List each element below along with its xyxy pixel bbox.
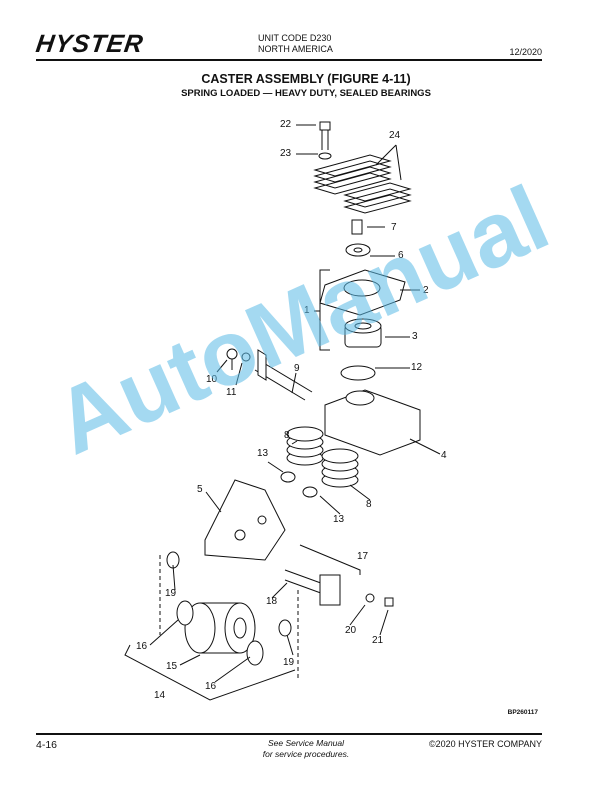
- callout-13b: 13: [333, 514, 345, 525]
- header-date: 12/2020: [509, 47, 542, 57]
- region: NORTH AMERICA: [258, 44, 333, 54]
- callout-24: 24: [389, 130, 401, 141]
- footer-rule: [36, 733, 542, 735]
- footer-note: See Service Manual for service procedure…: [0, 738, 612, 760]
- page-number: 4-16: [36, 739, 58, 751]
- callout-6: 6: [398, 250, 404, 261]
- callout-10: 10: [206, 374, 218, 385]
- callout-21: 21: [372, 635, 384, 646]
- header-info: UNIT CODE D230 NORTH AMERICA: [258, 33, 333, 55]
- callout-11: 11: [226, 387, 237, 398]
- callout-3: 3: [412, 331, 418, 342]
- callout-15: 15: [166, 661, 178, 672]
- callout-2: 2: [423, 285, 429, 296]
- callout-20: 20: [345, 625, 357, 636]
- callout-16: 16: [136, 641, 148, 652]
- callout-22: 22: [280, 119, 292, 130]
- figure-reference: BP260117: [507, 709, 538, 716]
- copyright: ©2020 HYSTER COMPANY: [429, 739, 542, 749]
- callout-1: 1: [304, 305, 310, 316]
- footer-note-line2: for service procedures.: [262, 749, 350, 759]
- callout-8b: 8: [366, 499, 372, 510]
- callout-23: 23: [280, 148, 292, 159]
- callout-4: 4: [441, 450, 447, 461]
- callout-13: 13: [257, 448, 269, 459]
- callout-14: 14: [154, 690, 166, 701]
- callout-16b: 16: [205, 681, 217, 692]
- callout-17: 17: [357, 551, 369, 562]
- header-rule: [36, 59, 542, 61]
- callout-19: 19: [165, 588, 177, 599]
- callout-5: 5: [197, 484, 203, 495]
- figure-subtitle: SPRING LOADED — HEAVY DUTY, SEALED BEARI…: [181, 88, 431, 99]
- callout-9: 9: [294, 363, 300, 374]
- footer-note-line1: See Service Manual: [267, 738, 345, 748]
- callout-12: 12: [411, 362, 423, 373]
- callout-7: 7: [391, 222, 397, 233]
- callout-8: 8: [284, 430, 290, 441]
- callout-19b: 19: [283, 657, 295, 668]
- unit-code: UNIT CODE D230: [258, 33, 332, 43]
- figure-title: CASTER ASSEMBLY (FIGURE 4-11): [201, 72, 411, 86]
- callout-18: 18: [266, 596, 278, 607]
